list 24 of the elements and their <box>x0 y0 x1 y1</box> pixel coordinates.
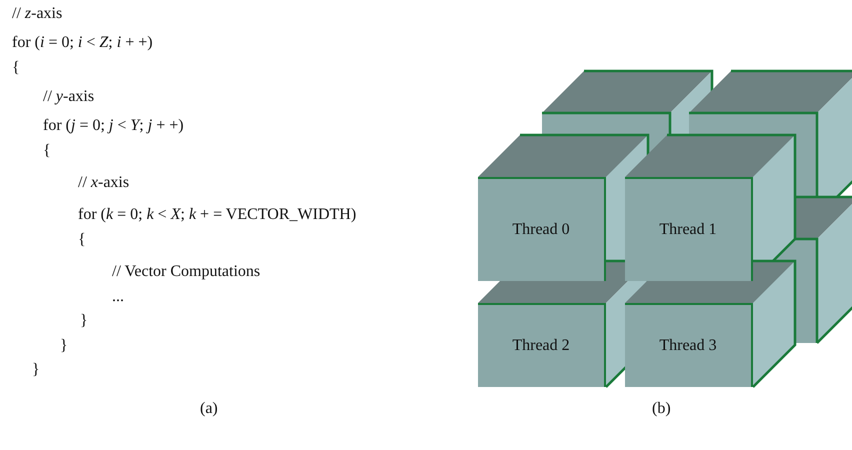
thread-label: Thread 1 <box>659 221 717 239</box>
cube-front-face <box>625 177 753 281</box>
code-line: } <box>60 336 68 356</box>
thread-label: Thread 3 <box>659 337 717 355</box>
code-line: // x-axis <box>78 173 130 193</box>
cube-front-face <box>478 177 606 281</box>
code-line: ... <box>112 287 124 307</box>
code-line: { <box>43 141 51 161</box>
code-line: for (i = 0; i < Z; i + +) <box>12 33 153 53</box>
thread-label: Thread 0 <box>512 221 570 239</box>
code-line: // Vector Computations <box>112 262 260 282</box>
code-line: } <box>32 360 40 380</box>
thread-label: Thread 2 <box>512 337 570 355</box>
panel-caption: (a) <box>200 399 218 419</box>
code-line: { <box>12 58 20 78</box>
code-line: // z-axis <box>12 4 62 24</box>
code-line: // y-axis <box>43 87 94 107</box>
code-line: for (k = 0; k < X; k + = VECTOR_WIDTH) <box>78 205 356 225</box>
cube-front-face <box>478 303 606 387</box>
code-line: } <box>80 311 88 331</box>
panel-caption: (b) <box>652 399 671 419</box>
code-line: { <box>78 230 86 250</box>
cube-front-face <box>625 303 753 387</box>
code-line: for (j = 0; j < Y; j + +) <box>43 116 184 136</box>
